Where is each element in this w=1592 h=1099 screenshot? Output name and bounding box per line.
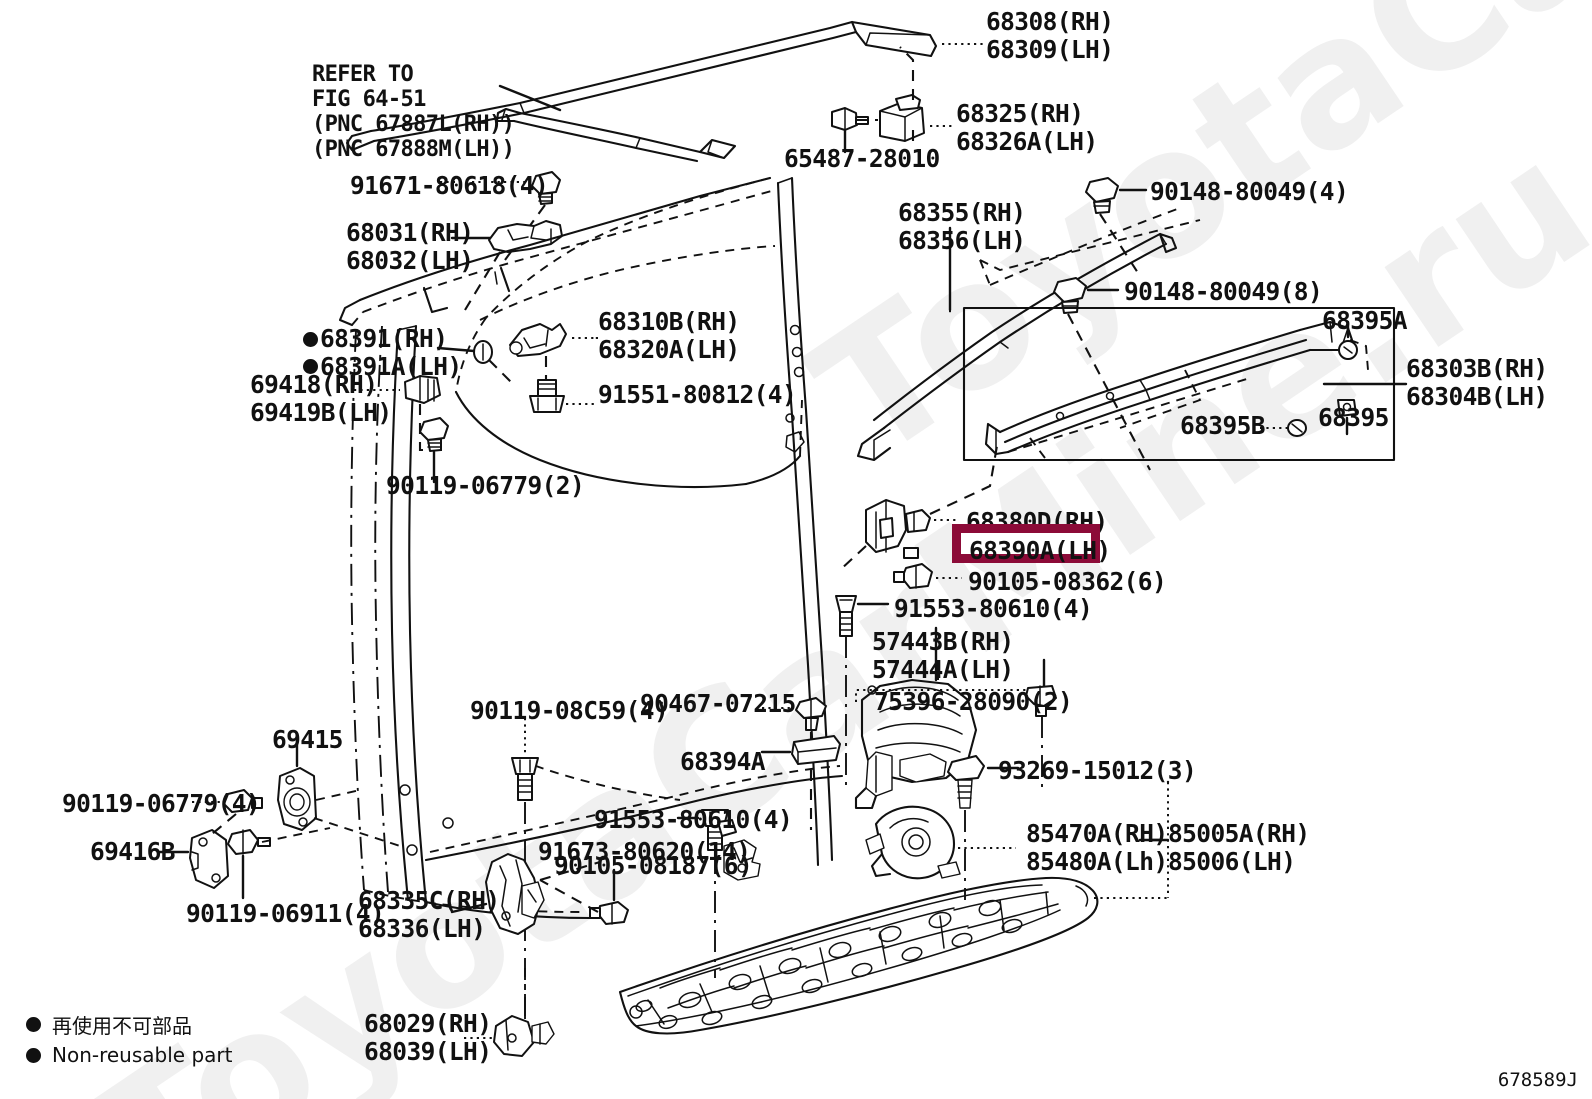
part-90119-06911-bolt (227, 829, 271, 855)
part-68395-clip (1337, 399, 1357, 417)
label-68355: 68355(RH) 68356(LH) (898, 198, 1026, 255)
label-68395A: 68395A (1322, 306, 1408, 335)
label-90119-06779-2: 90119-06779(2) (386, 471, 585, 500)
label-90105-08187: 90105-08187(6) (554, 851, 753, 880)
part-90119-06779-4-screw (223, 789, 263, 813)
part-90105-08362-screw (893, 563, 933, 589)
refer-note: REFER TO FIG 64-51 (PNC 67887L(RH)) (PNC… (312, 62, 515, 162)
part-68390A-hinge (865, 499, 931, 559)
label-69418: 69418(RH) 69419B(LH) (250, 370, 392, 427)
label-93269: 93269-15012(3) (998, 756, 1197, 785)
legend-english: Non-reusable part (26, 1043, 232, 1067)
part-85470A-motor (865, 805, 961, 880)
part-69415-plate (277, 767, 317, 831)
part-69416B-plate (189, 829, 229, 889)
door-shell-outline (350, 176, 844, 920)
label-90105-08362: 90105-08362(6) (968, 567, 1167, 596)
label-91671: 91671-80618(4) (350, 171, 549, 200)
part-68391-grommet (473, 340, 493, 364)
label-68335C: 68335C(RH) 68336(LH) (358, 886, 500, 943)
label-75396: 75396-28090(2) (874, 687, 1073, 716)
part-68325-clip (879, 94, 925, 142)
legend-dot-icon (26, 1047, 41, 1063)
label-90148-8: 90148-80049(8) (1124, 277, 1323, 306)
label-68310B: 68310B(RH) 68320A(LH) (598, 307, 740, 364)
part-68395A-grommet (1338, 340, 1358, 360)
leader-lines (440, 43, 1396, 386)
part-68029-hinge (493, 1015, 555, 1057)
label-68395B: 68395B (1180, 411, 1266, 440)
label-68394A: 68394A (680, 747, 766, 776)
label-85470A: 85470A(RH) 85480A(Lh) (1026, 819, 1168, 876)
label-68031: 68031(RH) 68032(LH) (346, 218, 474, 275)
label-85005A: 85005A(RH) 85006(LH) (1168, 819, 1310, 876)
non-reusable-marker (303, 332, 318, 347)
highlighted-part-68390A[interactable]: 68390A(LH) (952, 524, 1111, 565)
part-68310B-bracket (509, 323, 567, 357)
label-91551: 91551-80812(4) (598, 380, 797, 409)
label-68303B: 68303B(RH) 68304B(LH) (1406, 354, 1548, 411)
label-68325: 68325(RH) 68326A(LH) (956, 99, 1098, 156)
part-91673-80620-clip (717, 819, 737, 837)
part-67887-strip (495, 107, 737, 163)
part-90148-screw-a (1085, 177, 1119, 214)
label-68029: 68029(RH) 68039(LH) (364, 1009, 492, 1066)
legend-japanese-text: 再使用不可部品 (52, 1014, 192, 1038)
figure-code: 678589J (1497, 1069, 1578, 1091)
part-75396-clip (1025, 685, 1057, 717)
part-91553-80610-bolt-a (835, 595, 857, 637)
part-68031-bracket (488, 220, 563, 253)
door-window-frame (338, 176, 776, 327)
part-90467-07215-clip (795, 697, 827, 731)
label-69416B: 69416B (90, 837, 176, 866)
label-68395: 68395 (1318, 403, 1389, 432)
part-68355-rail (856, 207, 1201, 462)
part-68335C-latch (485, 853, 545, 935)
part-65487-screw (831, 107, 878, 154)
part-small-bracket-assembly (723, 839, 761, 881)
label-90119-06911: 90119-06911(4) (186, 899, 385, 928)
legend-japanese: 再使用不可部品 (26, 1010, 192, 1039)
part-93269-15012-bolt (947, 755, 985, 809)
part-69418-hinge (404, 375, 441, 404)
part-91671-screw (531, 171, 561, 205)
part-90119-08C59-bolt (511, 757, 539, 801)
label-57443B: 57443B(RH) 57444A(LH) (872, 627, 1014, 684)
label-90119-08C59: 90119-08C59(4) (470, 696, 669, 725)
part-57443-carrier (854, 678, 978, 810)
label-91553-80610-b: 91553-80610(4) (594, 805, 793, 834)
highlight-label: 68390A(LH) (969, 536, 1111, 565)
highlight-fill (961, 533, 1091, 554)
label-69415: 69415 (272, 725, 343, 754)
label-90467: 90467-07215 (640, 689, 796, 718)
legend-english-text: Non-reusable part (52, 1043, 233, 1067)
non-reusable-marker (303, 359, 318, 374)
label-91673: 91673-80620(14) (538, 837, 751, 866)
label-65487: 65487-28010 (784, 144, 940, 173)
legend-dot-icon (26, 1017, 41, 1032)
part-68395B-washer (1287, 419, 1307, 437)
label-90119-06779-4: 90119-06779(4) (62, 789, 261, 818)
part-90119-06779-screw (419, 417, 449, 452)
label-90148-4: 90148-80049(4) (1150, 177, 1349, 206)
label-91553-80610-a: 91553-80610(4) (894, 594, 1093, 623)
part-90105-08187-bolt (589, 901, 629, 925)
part-90148-screw-b (1053, 277, 1087, 314)
label-68308: 68308(RH) 68309(LH) (986, 7, 1114, 64)
part-68394A-wedge (791, 735, 841, 765)
part-door-sill-plate (618, 876, 1099, 1035)
label-68391: 68391(RH) 68391A(LH) (320, 324, 462, 381)
part-91551-bolt (529, 379, 565, 413)
